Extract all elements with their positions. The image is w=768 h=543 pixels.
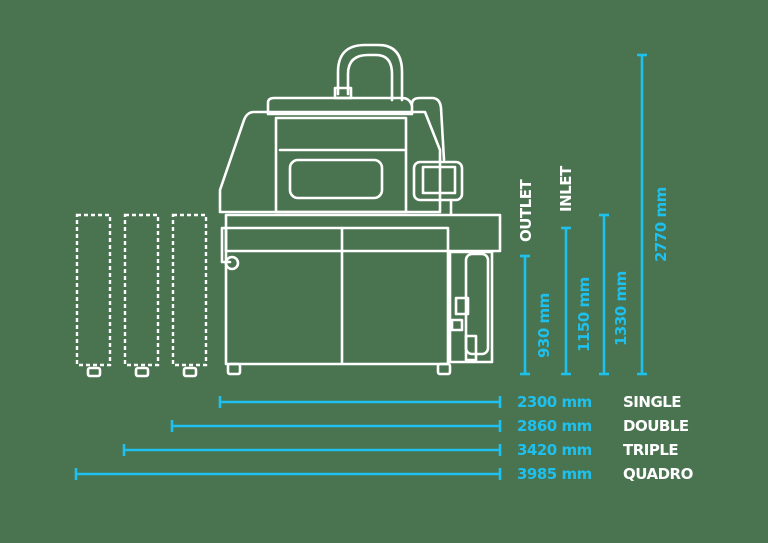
machine-base <box>220 213 502 376</box>
config-triple: TRIPLE <box>623 441 679 459</box>
horizontal-dimension-lines <box>74 396 502 480</box>
mid-height: 1330 mm <box>612 271 630 346</box>
outlet-height: 930 mm <box>535 293 553 358</box>
config-single: SINGLE <box>623 393 682 411</box>
width-quadro: 3985 mm <box>517 465 592 483</box>
extension-modules <box>75 213 208 378</box>
inlet-label: INLET <box>557 166 575 212</box>
hose-arch <box>333 43 404 102</box>
vertical-dimension-lines <box>520 53 647 376</box>
inlet-height: 1150 mm <box>575 277 593 352</box>
width-double: 2860 mm <box>517 417 592 435</box>
width-triple: 3420 mm <box>517 441 592 459</box>
config-double: DOUBLE <box>623 417 689 435</box>
outlet-label: OUTLET <box>517 179 535 242</box>
config-quadro: QUADRO <box>623 465 693 483</box>
machine-hood <box>218 96 464 216</box>
width-single: 2300 mm <box>517 393 592 411</box>
total-height: 2770 mm <box>652 187 670 262</box>
